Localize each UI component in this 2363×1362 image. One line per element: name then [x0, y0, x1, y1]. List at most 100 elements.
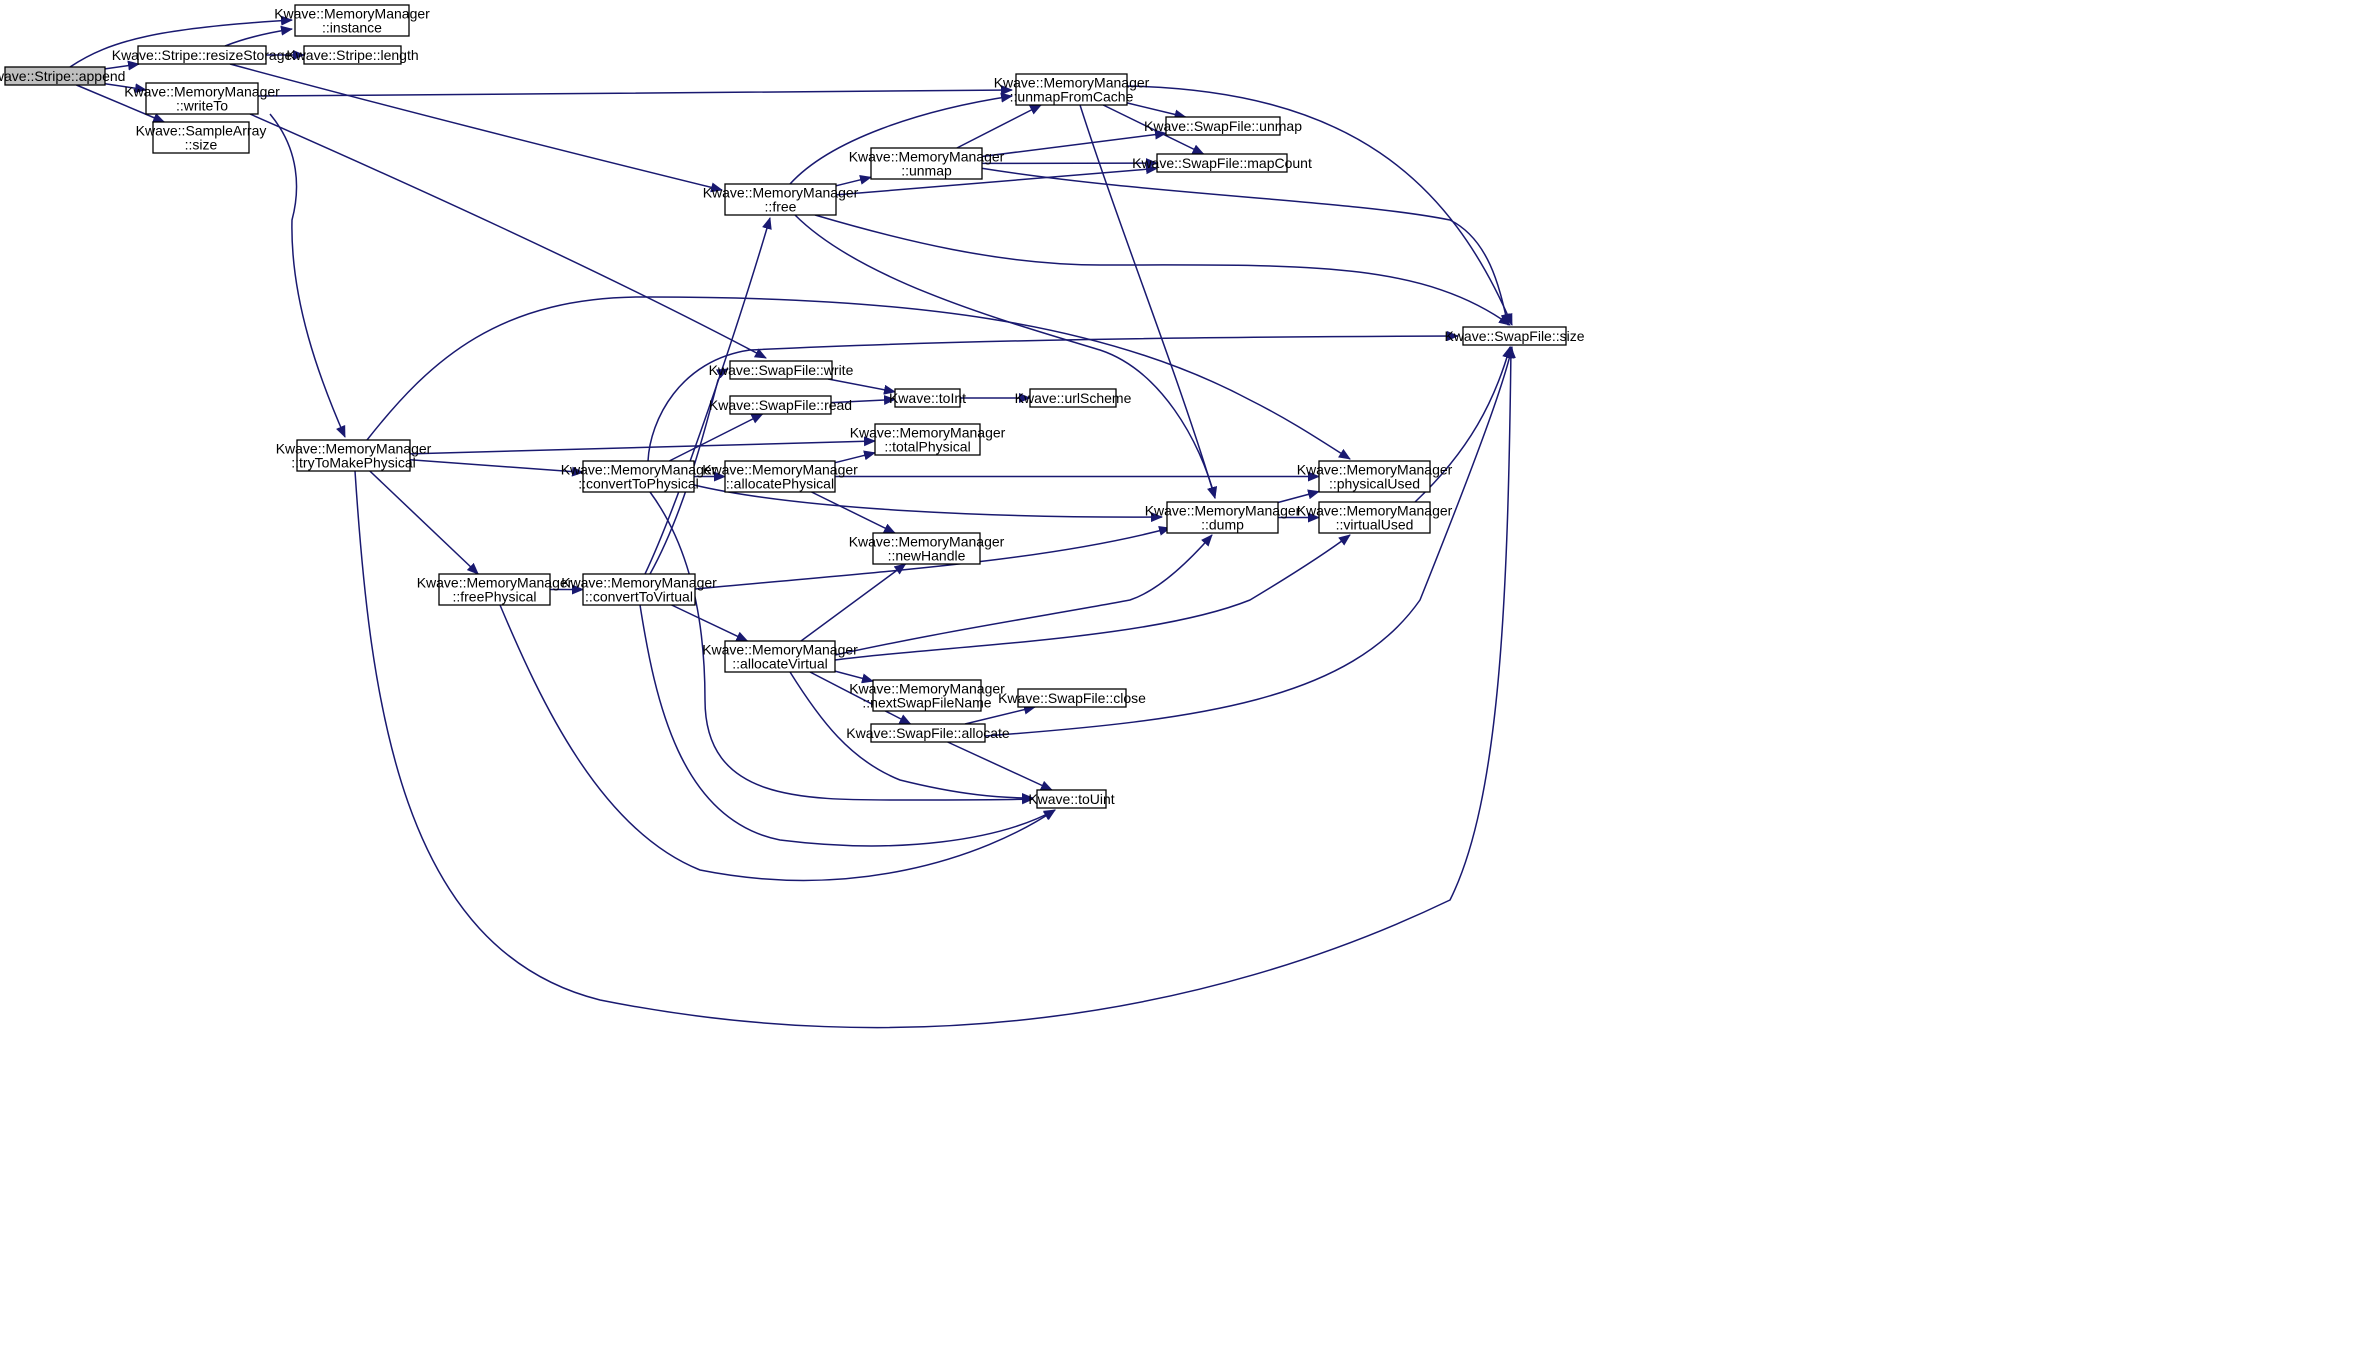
- node-box[interactable]: [1166, 501, 1279, 534]
- node-box[interactable]: [303, 45, 402, 65]
- node-label: ::tryToMakePhysical: [291, 455, 415, 471]
- node-box[interactable]: [872, 532, 981, 565]
- edge-swapAllocate-to-swapSize: [984, 346, 1515, 737]
- node-label: Kwave::MemoryManager: [850, 425, 1006, 441]
- node-box[interactable]: [1015, 73, 1128, 106]
- node-append[interactable]: Kwave::Stripe::append: [0, 66, 125, 86]
- edge-convertToPhysical-to-toUint: [649, 491, 1034, 805]
- edge-append-to-resizeStorage: [104, 60, 140, 71]
- node-box[interactable]: [1029, 388, 1117, 408]
- node-label: Kwave::Stripe::resizeStorage: [112, 47, 293, 63]
- edge-convertToPhysical-to-swapSize: [647, 331, 1459, 462]
- edge-mmUnmap-to-unmapFromCache: [956, 104, 1042, 149]
- edge-allocateVirtual-to-toUint: [789, 671, 1034, 803]
- node-label: ::convertToPhysical: [578, 476, 699, 492]
- node-toInt[interactable]: Kwave::toInt: [889, 388, 966, 408]
- node-label: Kwave::MemoryManager: [124, 84, 280, 100]
- node-label: ::instance: [322, 20, 382, 36]
- node-box[interactable]: [1156, 153, 1288, 173]
- node-write[interactable]: Kwave::SwapFile::write: [709, 360, 854, 380]
- node-box[interactable]: [294, 4, 410, 37]
- node-box[interactable]: [296, 439, 411, 472]
- edge-free-to-mapCount: [835, 164, 1158, 196]
- node-label: ::convertToVirtual: [585, 589, 693, 605]
- node-swapUnmap[interactable]: Kwave::SwapFile::unmap: [1144, 116, 1302, 136]
- node-box[interactable]: [872, 679, 982, 712]
- node-label: ::dump: [1201, 517, 1244, 533]
- node-instance[interactable]: Kwave::MemoryManager::instance: [274, 4, 430, 37]
- node-box[interactable]: [582, 460, 695, 493]
- edge-resizeStorage-to-free: [229, 63, 723, 193]
- node-nextSwapFileName[interactable]: Kwave::MemoryManager::nextSwapFileName: [849, 679, 1005, 712]
- node-label: Kwave::Stripe::append: [0, 68, 125, 84]
- edge-tryToMakePhysical-to-swapSize: [354, 346, 1516, 1029]
- node-allocatePhysical[interactable]: Kwave::MemoryManager::allocatePhysical: [702, 460, 858, 493]
- edge-tryToMakePhysical-to-totalPhysical: [409, 436, 876, 455]
- node-box[interactable]: [729, 395, 832, 415]
- node-swapAllocate[interactable]: Kwave::SwapFile::allocate: [846, 723, 1010, 743]
- node-box[interactable]: [152, 121, 250, 154]
- node-allocateVirtual[interactable]: Kwave::MemoryManager::allocateVirtual: [702, 640, 858, 673]
- edge-swapAllocate-to-toUint: [947, 741, 1053, 791]
- node-box[interactable]: [874, 423, 981, 456]
- node-box[interactable]: [4, 66, 106, 86]
- node-convertToPhysical[interactable]: Kwave::MemoryManager::convertToPhysical: [561, 460, 717, 493]
- edge-allocateVirtual-to-virtualUsed: [834, 534, 1351, 661]
- node-label: ::allocatePhysical: [726, 476, 834, 492]
- node-label: Kwave::SwapFile::allocate: [846, 725, 1010, 741]
- node-freePhysical[interactable]: Kwave::MemoryManager::freePhysical: [417, 573, 573, 606]
- node-read[interactable]: Kwave::SwapFile::read: [709, 395, 852, 415]
- edge-append-to-instance: [69, 15, 293, 68]
- node-box[interactable]: [729, 360, 833, 380]
- node-sampleSize[interactable]: Kwave::SampleArray::size: [136, 121, 267, 154]
- node-label: Kwave::SwapFile::close: [998, 690, 1146, 706]
- node-swapClose[interactable]: Kwave::SwapFile::close: [998, 688, 1146, 708]
- node-box[interactable]: [1462, 326, 1567, 346]
- node-box[interactable]: [724, 183, 837, 216]
- edge-free-to-unmapFromCache: [789, 92, 1013, 185]
- node-dump[interactable]: Kwave::MemoryManager::dump: [1145, 501, 1301, 534]
- node-label: Kwave::MemoryManager: [849, 149, 1005, 165]
- node-box[interactable]: [1318, 501, 1431, 534]
- node-writeTo[interactable]: Kwave::MemoryManager::writeTo: [124, 82, 280, 115]
- node-box[interactable]: [1165, 116, 1281, 136]
- edge-tryToMakePhysical-to-freePhysical: [369, 470, 479, 575]
- node-box[interactable]: [137, 45, 267, 65]
- node-newHandle[interactable]: Kwave::MemoryManager::newHandle: [849, 532, 1005, 565]
- node-mapCount[interactable]: Kwave::SwapFile::mapCount: [1132, 153, 1312, 173]
- node-label: Kwave::SampleArray: [136, 123, 267, 139]
- node-box[interactable]: [438, 573, 551, 606]
- edge-read-to-toInt: [830, 395, 896, 406]
- node-label: ::unmapFromCache: [1010, 89, 1134, 105]
- node-physicalUsed[interactable]: Kwave::MemoryManager::physicalUsed: [1297, 460, 1453, 493]
- node-box[interactable]: [724, 460, 836, 493]
- node-label: Kwave::SwapFile::mapCount: [1132, 155, 1312, 171]
- edge-free-to-dump: [794, 214, 1218, 499]
- node-box[interactable]: [894, 388, 961, 408]
- node-convertToVirtual[interactable]: Kwave::MemoryManager::convertToVirtual: [561, 573, 717, 606]
- node-box[interactable]: [870, 147, 983, 180]
- node-unmapFromCache[interactable]: Kwave::MemoryManager::unmapFromCache: [994, 73, 1150, 106]
- node-label: ::nextSwapFileName: [862, 695, 991, 711]
- node-length[interactable]: Kwave::Stripe::length: [286, 45, 419, 65]
- node-urlScheme[interactable]: Kwave::urlScheme: [1015, 388, 1132, 408]
- node-toUint[interactable]: Kwave::toUint: [1028, 789, 1115, 809]
- node-free[interactable]: Kwave::MemoryManager::free: [703, 183, 859, 216]
- node-label: Kwave::MemoryManager: [274, 6, 430, 22]
- node-box[interactable]: [870, 723, 986, 743]
- node-box[interactable]: [1318, 460, 1431, 493]
- edge-mmUnmap-to-swapSize: [979, 167, 1511, 326]
- node-mmUnmap[interactable]: Kwave::MemoryManager::unmap: [849, 147, 1005, 180]
- edge-allocateVirtual-to-swapAllocate: [809, 671, 912, 725]
- node-resizeStorage[interactable]: Kwave::Stripe::resizeStorage: [112, 45, 293, 65]
- node-totalPhysical[interactable]: Kwave::MemoryManager::totalPhysical: [850, 423, 1006, 456]
- node-tryToMakePhysical[interactable]: Kwave::MemoryManager::tryToMakePhysical: [276, 439, 432, 472]
- node-box[interactable]: [145, 82, 259, 115]
- node-swapSize[interactable]: Kwave::SwapFile::size: [1444, 326, 1585, 346]
- node-box[interactable]: [582, 573, 696, 606]
- node-virtualUsed[interactable]: Kwave::MemoryManager::virtualUsed: [1297, 501, 1453, 534]
- node-box[interactable]: [1036, 789, 1107, 809]
- node-box[interactable]: [724, 640, 836, 673]
- node-box[interactable]: [1017, 688, 1127, 708]
- edge-allocateVirtual-to-dump: [834, 534, 1213, 656]
